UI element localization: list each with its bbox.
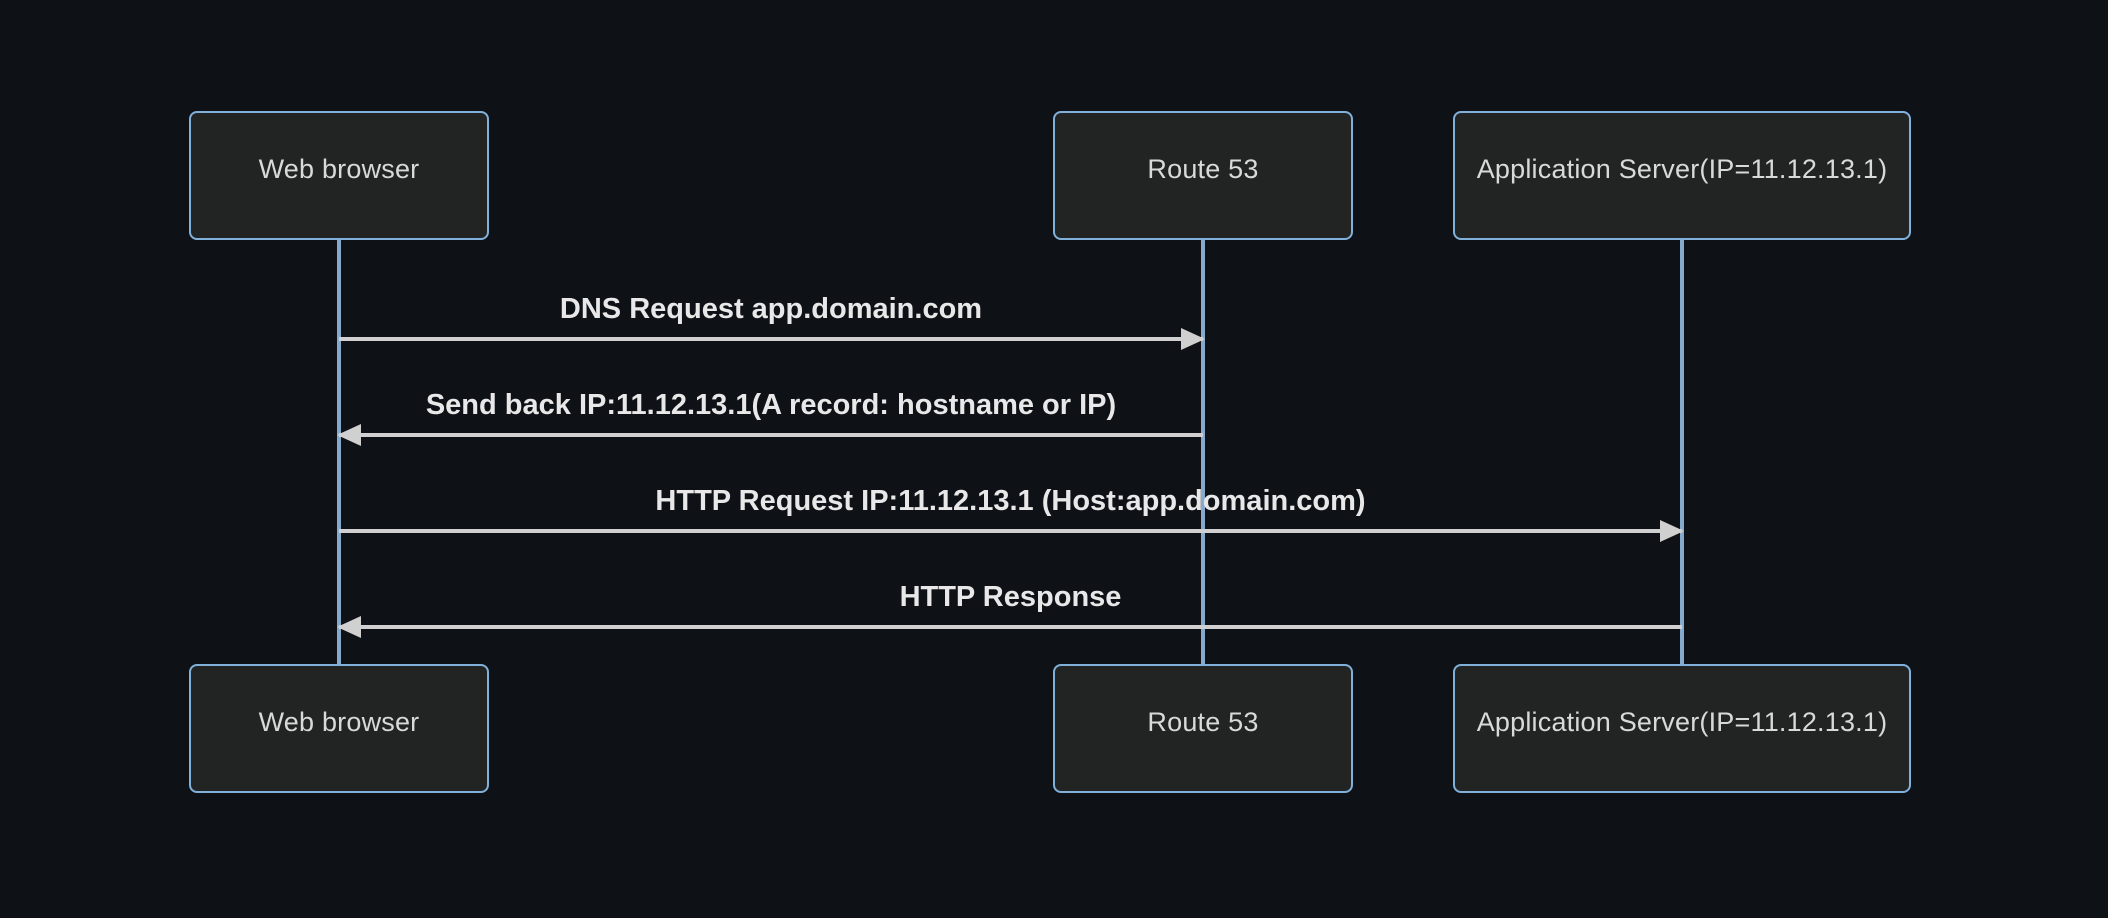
arrowhead-right-icon bbox=[1181, 328, 1205, 350]
arrowhead-left-icon bbox=[337, 616, 361, 638]
message-line bbox=[339, 520, 1684, 542]
message-dns-response: Send back IP:11.12.13.1(A record: hostna… bbox=[337, 387, 1203, 446]
participant-label: Web browser bbox=[258, 707, 420, 737]
participant-label: Web browser bbox=[258, 154, 420, 184]
participant-route53-top: Route 53 bbox=[1053, 111, 1353, 240]
lifeline-route53 bbox=[1201, 240, 1205, 664]
message-label: Send back IP:11.12.13.1(A record: hostna… bbox=[425, 389, 1117, 421]
message-dns-request: DNS Request app.domain.com bbox=[339, 291, 1205, 350]
lifeline-web-browser bbox=[337, 240, 341, 664]
message-label: HTTP Response bbox=[899, 581, 1122, 613]
participant-label: Route 53 bbox=[1147, 154, 1259, 184]
participant-label: Route 53 bbox=[1147, 707, 1259, 737]
message-http-request: HTTP Request IP:11.12.13.1 (Host:app.dom… bbox=[339, 483, 1684, 542]
arrowhead-right-icon bbox=[1660, 520, 1684, 542]
participant-route53-bottom: Route 53 bbox=[1053, 664, 1353, 793]
message-label: DNS Request app.domain.com bbox=[559, 293, 983, 325]
message-line bbox=[337, 424, 1203, 446]
participant-web-browser-top: Web browser bbox=[189, 111, 489, 240]
participant-label: Application Server(IP=11.12.13.1) bbox=[1476, 154, 1888, 184]
message-http-response: HTTP Response bbox=[337, 579, 1682, 638]
message-line bbox=[337, 616, 1682, 638]
message-line bbox=[339, 328, 1205, 350]
lifeline-application-server bbox=[1680, 240, 1684, 664]
participant-application-server-bottom: Application Server(IP=11.12.13.1) bbox=[1453, 664, 1911, 793]
participant-label: Application Server(IP=11.12.13.1) bbox=[1476, 707, 1888, 737]
arrowhead-left-icon bbox=[337, 424, 361, 446]
participant-application-server-top: Application Server(IP=11.12.13.1) bbox=[1453, 111, 1911, 240]
participant-web-browser-bottom: Web browser bbox=[189, 664, 489, 793]
message-label: HTTP Request IP:11.12.13.1 (Host:app.dom… bbox=[655, 485, 1366, 517]
